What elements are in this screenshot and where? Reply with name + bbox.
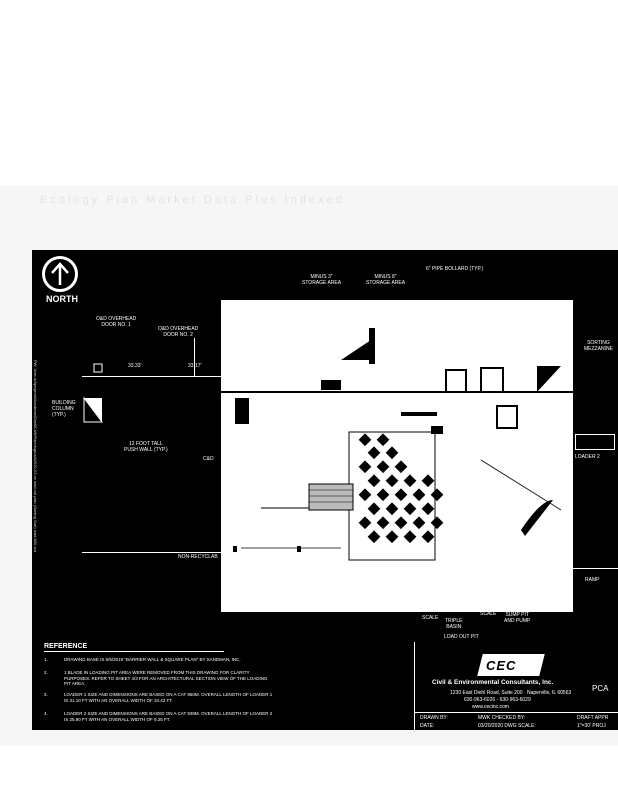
scale-area-label: SCALE — [422, 615, 439, 621]
push-wall-label: 12 FOOT TALL PUSH WALL (TYP.) — [124, 441, 168, 453]
checked-by-label: MWK CHECKED BY: — [478, 715, 526, 721]
wall-line — [82, 376, 222, 377]
non-recyclable-label: NON-RECYCLAB — [178, 554, 218, 560]
company-name: Civil & Environmental Consultants, Inc. — [432, 679, 554, 686]
company-address: 1230 East Diehl Road, Suite 200 · Naperv… — [450, 690, 572, 696]
date-value: 03/20/2020 DWG SCALE: — [478, 723, 536, 729]
door-leader — [194, 338, 195, 376]
title-block-rule — [414, 712, 618, 713]
storage-minus3-label: MINUS 3" STORAGE AREA — [302, 274, 342, 286]
title-block-divider — [414, 642, 415, 730]
plan-area — [221, 300, 573, 612]
sheet-tag: PCA — [592, 684, 609, 693]
date-label: DATE: — [420, 723, 435, 729]
cec-logo-text: CEC — [486, 658, 517, 673]
triple-basin-label: TRIPLE BASIN — [445, 618, 463, 630]
pipe-bollard-label: 6" PIPE BOLLARD (TYP.) — [426, 266, 484, 272]
draft-approved-label: DRAFT APPR — [577, 715, 609, 721]
storage-minus8-label: MINUS 8" STORAGE AREA — [366, 274, 406, 286]
scale-sub-label: SCALE — [480, 611, 497, 617]
door-2-label: O&D OVERHEAD DOOR NO. 2 — [158, 326, 199, 338]
wall-line-lower — [82, 552, 222, 553]
building-column-label: BUILDING COLUMN (TYP.) — [52, 400, 76, 418]
loader-2-symbol — [575, 434, 615, 450]
drawing-sheet: Ecology Plan Market Data Plus Indexed NO… — [0, 186, 618, 746]
site-plan-drawing: NORTH PW: \\cec.ad\projects\Sandman\Draf… — [32, 250, 618, 730]
sump-pit-label: SUMP PIT AND PUMP — [504, 612, 531, 624]
reference-title: REFERENCE — [44, 643, 88, 650]
door-1-label: O&D OVERHEAD DOOR NO. 1 — [96, 316, 137, 328]
sorting-mezzanine-label: SORTING MEZZANINE — [584, 340, 613, 352]
north-arrow-icon — [42, 256, 78, 292]
reference-note-1: 1.DRAWING BASE IS 6/5/2019 "BARRIER WALL… — [44, 657, 241, 662]
ramp-label: RAMP — [585, 577, 600, 583]
building-column-icon — [83, 396, 103, 423]
loader-2-label: LOADER 2 — [575, 454, 600, 460]
load-out-pit-label: LOAD OUT PIT — [444, 634, 479, 640]
reference-note-4: 4.LOADER 2 SIZE AND DIMENSIONS ARE BASED… — [44, 711, 273, 722]
company-phone: 630-963-6026 · 630-963-6029 — [464, 697, 531, 703]
dimension-1: 33.33' — [128, 363, 142, 369]
ramp-line — [573, 568, 618, 569]
reference-underline — [44, 651, 224, 652]
company-web: www.cecinc.com — [472, 704, 509, 710]
drawn-by-label: DRAWN BY: — [420, 715, 448, 721]
door-icon — [93, 363, 103, 373]
north-label: NORTH — [46, 294, 78, 304]
scale-value: 1"=30' PROJ — [577, 723, 606, 729]
reference-note-2: 2.1 BLADE IN LOADING PIT AREA WERE REMOV… — [44, 670, 268, 686]
traffic-scale: TRAFFIC SCALE — [430, 582, 484, 610]
reference-note-3: 3.LOADER 1 SIZE AND DIMENSIONS ARE BASED… — [44, 692, 273, 703]
cd-label: C&D — [203, 456, 214, 462]
faded-header-text: Ecology Plan Market Data Plus Indexed — [40, 194, 345, 206]
file-path-side-text: PW: \\cec.ad\projects\Sandman\Draft\Civi… — [33, 360, 38, 552]
